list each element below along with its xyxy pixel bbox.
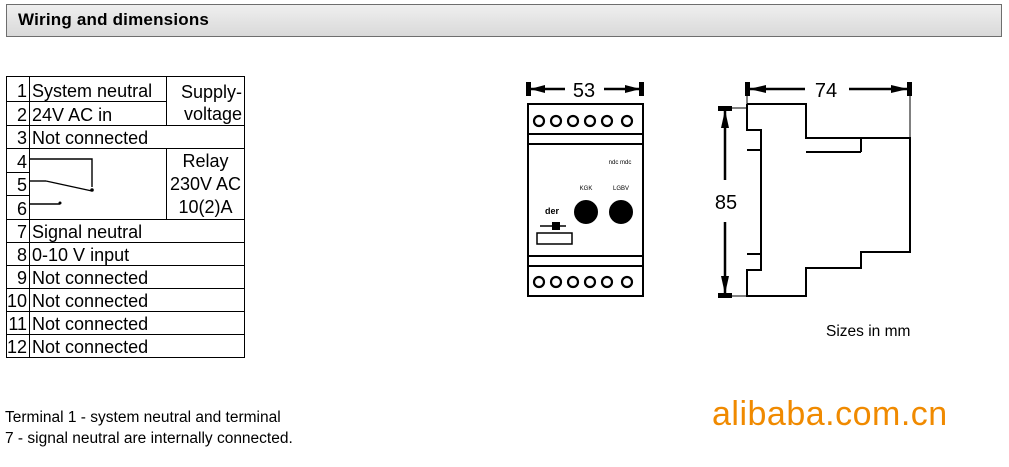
device-top-label: ndc mdc <box>609 160 632 166</box>
table-row: 2 24V AC in <box>5 100 245 126</box>
relay-contact-symbol <box>29 148 168 220</box>
terminal-number: 7 <box>5 219 31 243</box>
relay-line1: Relay <box>182 150 229 171</box>
terminal-number: 3 <box>5 125 31 149</box>
table-row: 1 System neutral Supply- voltage <box>5 76 246 126</box>
supply-line1: Supply- <box>181 82 243 102</box>
watermark: alibaba.com.cn <box>712 395 948 433</box>
units-note: Sizes in mm <box>826 323 911 340</box>
left-knob-label: KGK <box>580 186 593 192</box>
terminal-label: Not connected <box>29 334 246 358</box>
footnote-line1: Terminal 1 - system neutral and terminal <box>5 409 281 426</box>
terminal-label: Signal neutral <box>29 219 246 243</box>
height-label: 85 <box>715 192 737 214</box>
terminal-number: 2 <box>5 100 31 126</box>
footnote-line2: 7 - signal neutral are internally connec… <box>5 430 293 447</box>
relay-line2: 230V AC <box>170 173 242 194</box>
table-row: 7 Signal neutral <box>5 219 246 243</box>
supply-line2: voltage <box>183 104 243 124</box>
table-row: 9 Not connected <box>5 265 246 289</box>
table-row: 4 Relay 230V AC 10(2)A <box>5 148 246 220</box>
right-knob-label: LGBV <box>613 186 629 192</box>
terminal-label: 24V AC in <box>29 100 168 126</box>
terminal-number: 4 <box>5 148 31 173</box>
section-title: Wiring and dimensions <box>18 10 210 29</box>
terminal-label: Not connected <box>29 265 246 289</box>
table-row: 12 Not connected <box>5 334 246 358</box>
terminal-table: 1 System neutral Supply- voltage 2 24V A… <box>5 76 246 358</box>
side-width-label: 74 <box>815 80 837 102</box>
side-view-drawing <box>718 82 912 298</box>
footnote: Terminal 1 - system neutral and terminal… <box>5 407 293 449</box>
terminal-label: Not connected <box>29 125 246 149</box>
device-mark-label: der <box>545 206 560 216</box>
relay-rating-cell: Relay 230V AC 10(2)A <box>166 148 246 220</box>
relay-line3: 10(2)A <box>178 196 233 217</box>
front-width-label: 53 <box>573 80 595 102</box>
front-view-drawing <box>526 82 644 297</box>
terminal-number: 11 <box>5 311 31 335</box>
section-header: Wiring and dimensions <box>6 4 1002 37</box>
table-row: 8 0-10 V input <box>5 242 246 266</box>
terminal-label: 0-10 V input <box>29 242 246 266</box>
relay-switch-icon <box>30 158 94 205</box>
terminal-number: 12 <box>5 334 31 358</box>
terminal-number: 1 <box>5 76 31 102</box>
table-row: 3 Not connected <box>5 125 246 149</box>
